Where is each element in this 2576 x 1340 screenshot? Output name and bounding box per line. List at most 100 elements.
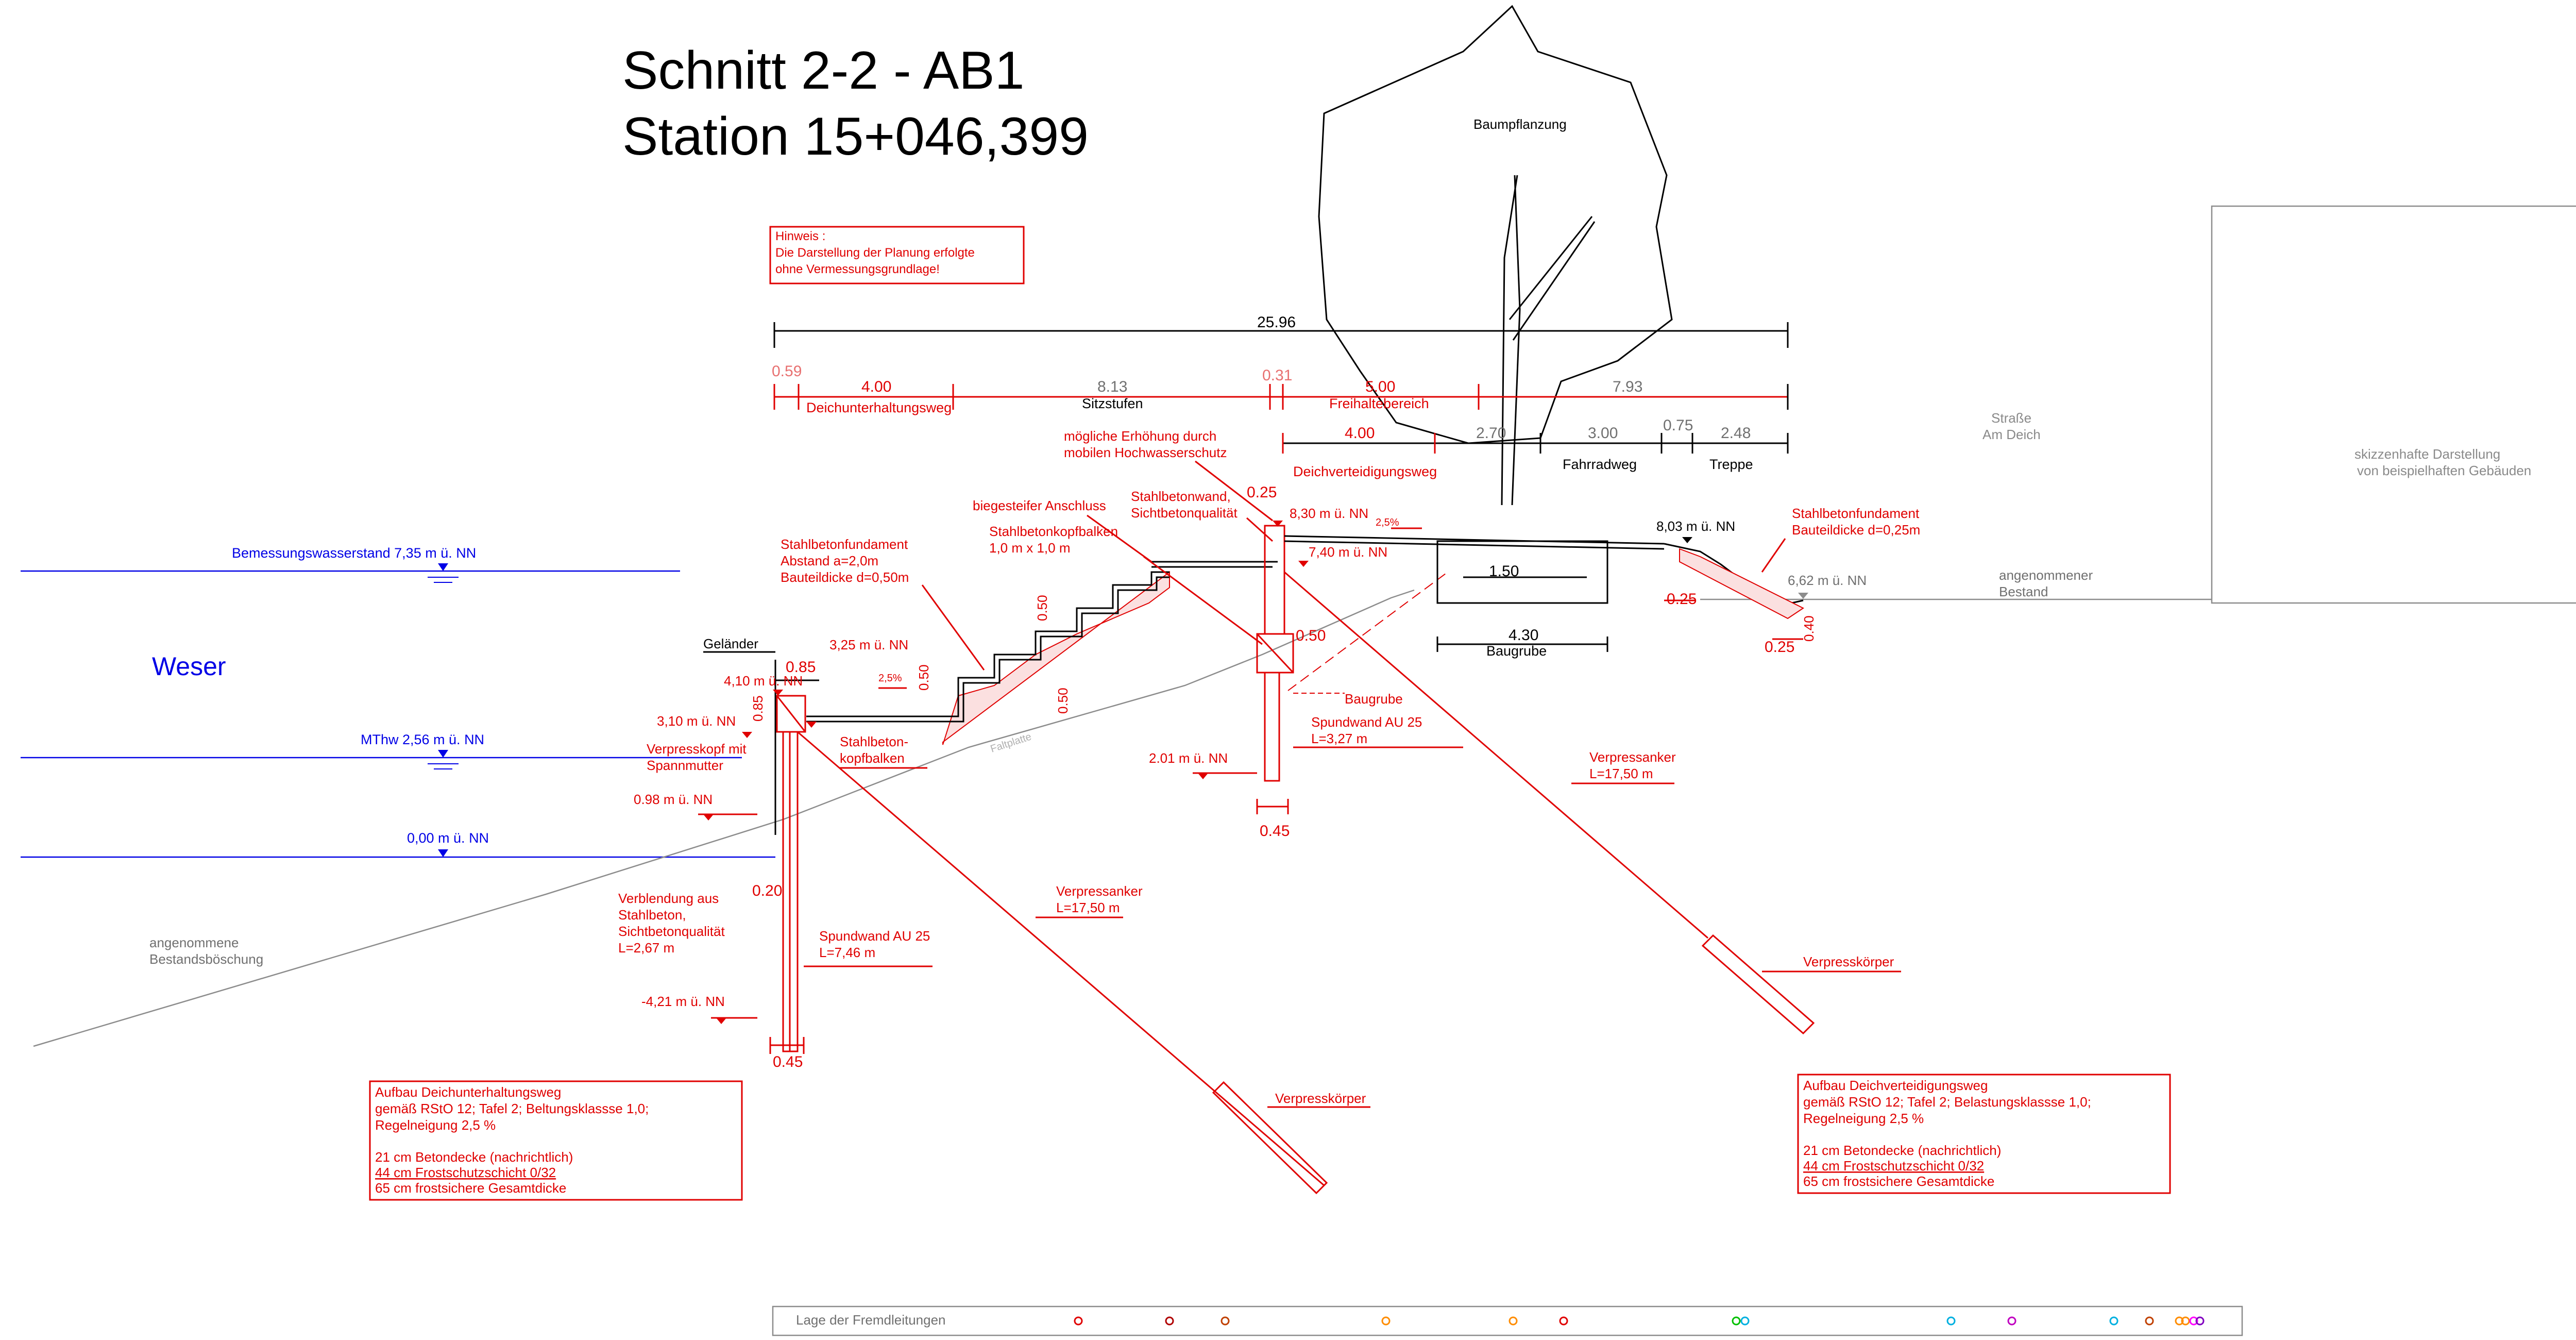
- verblendung-2: Stahlbeton,: [618, 907, 686, 923]
- small-dimensions: 0.85 0.85 0.20 0.45 0.45 0.25 0.50 0.50 …: [750, 484, 1817, 1070]
- note-right-line-1: Aufbau Deichverteidigungsweg: [1803, 1078, 1988, 1093]
- water-levels: Bemessungswasserstand 7,35 m ü. NN MThw …: [21, 545, 775, 858]
- fremdleitung-marker: [2195, 1316, 2205, 1326]
- stb-kopfbalken-left-2: kopfbalken: [840, 750, 905, 766]
- dim-3-00: 3.00: [1588, 425, 1618, 442]
- dim-0-25-b: 0.25: [1667, 591, 1697, 608]
- label-freihaltebereich: Freihaltebereich: [1329, 396, 1429, 411]
- verpressanker-left-1: Verpressanker: [1056, 883, 1143, 899]
- fremdleitung-marker: [1381, 1316, 1391, 1326]
- bestandsboeschung-1: angenommene: [149, 935, 239, 950]
- angenommener-bestand-1: angenommener: [1999, 567, 2093, 583]
- dim-0-31: 0.31: [1262, 367, 1292, 384]
- dim-0-50-b: 0.50: [1035, 595, 1050, 621]
- hinweis-line-3: ohne Vermessungsgrundlage!: [775, 262, 940, 276]
- fremdleitungen-legend: Lage der Fremdleitungen: [772, 1305, 2243, 1336]
- legend-label: Lage der Fremdleitungen: [796, 1312, 946, 1328]
- fremdleitung-marker: [1221, 1316, 1230, 1326]
- dimension-row-2: 0.59 4.00 8.13 0.31 5.00 7.93 Deichunter…: [772, 363, 1789, 415]
- hinweis-line-2: Die Darstellung der Planung erfolgte: [775, 246, 975, 260]
- water-zero: 0,00 m ü. NN: [407, 830, 489, 846]
- dim-0-20: 0.20: [752, 882, 782, 899]
- verpresskopf-2: Spannmutter: [647, 758, 723, 773]
- note-box-left: Aufbau Deichunterhaltungsweg gemäß RStO …: [369, 1080, 743, 1201]
- angenommener-bestand-2: Bestand: [1999, 584, 2048, 599]
- dim-1-50: 1.50: [1489, 563, 1519, 580]
- hinweis-box: Hinweis : Die Darstellung der Planung er…: [769, 226, 1025, 284]
- fremdleitung-marker: [1074, 1316, 1083, 1326]
- fremdleitung-marker: [1946, 1316, 1956, 1326]
- spundwand-mid-2: L=3,27 m: [1311, 731, 1367, 746]
- fremdleitung-marker: [1165, 1316, 1174, 1326]
- dim-0-25-c: 0.25: [1765, 639, 1794, 656]
- verblendung-4: L=2,67 m: [618, 940, 674, 956]
- spundwand-mid-1: Spundwand AU 25: [1311, 714, 1422, 730]
- stb-fundament-right-1: Stahlbetonfundament: [1792, 506, 1920, 521]
- label-gelaender: Geländer: [703, 636, 758, 651]
- left-wall: [769, 660, 1328, 1195]
- note-right-line-3: Regelneigung 2,5 %: [1803, 1111, 1924, 1126]
- note-right-layer-1: 21 cm Betondecke (nachrichtlich): [1803, 1143, 2001, 1158]
- water-bemessung: Bemessungswasserstand 7,35 m ü. NN: [232, 545, 476, 561]
- label-biegesteif: biegesteifer Anschluss: [973, 498, 1106, 513]
- note-left-line-3: Regelneigung 2,5 %: [375, 1117, 496, 1133]
- deichverteidigungsweg: 1.50 4.30 Baugrube: [1284, 535, 1665, 659]
- level-7-40: 7,40 m ü. NN: [1309, 544, 1387, 560]
- bestandsboeschung-2: Bestandsböschung: [149, 951, 263, 967]
- verblendung-3: Sichtbetonqualität: [618, 924, 725, 939]
- level-3-25: 3,25 m ü. NN: [829, 637, 908, 652]
- dimension-row-3: 4.00 2.70 3.00 0.75 2.48 Deichverteidigu…: [1282, 417, 1789, 479]
- slope-b: 2,5%: [1376, 517, 1399, 528]
- fremdleitung-marker: [2145, 1316, 2154, 1326]
- dim-0-45-a: 0.45: [773, 1053, 803, 1070]
- label-sitzstufen: Sitzstufen: [1082, 396, 1143, 411]
- title-line-1: Schnitt 2-2 - AB1: [622, 41, 1024, 100]
- level-minus-4-21: -4,21 m ü. NN: [641, 994, 725, 1009]
- dim-2-70: 2.70: [1476, 425, 1506, 442]
- fremdleitung-marker: [2109, 1316, 2119, 1326]
- tree-label: Baumpflanzung: [1473, 116, 1567, 132]
- verblendung-1: Verblendung aus: [618, 891, 719, 906]
- verpressanker-right-2: L=17,50 m: [1589, 766, 1653, 781]
- slope-a: 2,5%: [878, 673, 902, 684]
- stb-fundament-left-2: Abstand a=2,0m: [781, 553, 878, 568]
- dim-0-75: 0.75: [1663, 417, 1693, 434]
- dimension-total: 25.96: [773, 314, 1789, 348]
- note-box-right: Aufbau Deichverteidigungsweg gemäß RStO …: [1797, 1074, 2171, 1194]
- verpresskoerper-right: Verpresskörper: [1803, 954, 1894, 969]
- stb-fundament-left-1: Stahlbetonfundament: [781, 537, 908, 552]
- fremdleitung-marker: [1740, 1316, 1750, 1326]
- dim-0-50-c: 0.50: [916, 664, 931, 691]
- fremdleitung-marker: [2007, 1316, 2016, 1326]
- stb-wand-1: Stahlbetonwand,: [1131, 489, 1231, 504]
- fremdleitung-marker: [2175, 1316, 2184, 1326]
- level-0-98: 0.98 m ü. NN: [634, 792, 713, 807]
- label-treppe: Treppe: [1709, 457, 1753, 472]
- dim-7-93: 7.93: [1613, 378, 1642, 395]
- note-right-layer-2: 44 cm Frostschutzschicht 0/32: [1803, 1158, 1984, 1174]
- label-strasse-2: Am Deich: [1982, 427, 2041, 442]
- note-left-line-1: Aufbau Deichunterhaltungsweg: [375, 1084, 561, 1100]
- title-line-2: Station 15+046,399: [622, 107, 1089, 166]
- note-left-line-2: gemäß RStO 12; Tafel 2; Beltungsklassse …: [375, 1101, 649, 1116]
- stb-kopfbalken-left-1: Stahlbeton-: [840, 734, 908, 749]
- dim-0-40: 0.40: [1801, 615, 1817, 642]
- label-strasse-1: Straße: [1991, 410, 2031, 426]
- level-6-62: 6,62 m ü. NN: [1788, 573, 1867, 588]
- note-left-layer-3: 65 cm frostsichere Gesamtdicke: [375, 1180, 566, 1196]
- spundwand-left-1: Spundwand AU 25: [819, 928, 930, 944]
- dim-8-13: 8.13: [1097, 378, 1127, 395]
- spundwand-left-2: L=7,46 m: [819, 945, 875, 960]
- verpressanker-left-2: L=17,50 m: [1056, 900, 1120, 915]
- label-deichverteidigungsweg: Deichverteidigungsweg: [1293, 464, 1437, 479]
- fremdleitung-marker: [2181, 1316, 2190, 1326]
- dim-4-00-a: 4.00: [861, 378, 891, 395]
- hochwasserschutz-2: mobilen Hochwasserschutz: [1064, 445, 1227, 460]
- hinweis-line-1: Hinweis :: [775, 229, 825, 243]
- stb-kopfbalken-mid-2: 1,0 m x 1,0 m: [989, 540, 1071, 556]
- level-8-03: 8,03 m ü. NN: [1656, 518, 1735, 534]
- water-mthw: MThw 2,56 m ü. NN: [361, 732, 484, 747]
- dim-0-59: 0.59: [772, 363, 802, 380]
- note-left-layer-2: 44 cm Frostschutzschicht 0/32: [375, 1165, 556, 1180]
